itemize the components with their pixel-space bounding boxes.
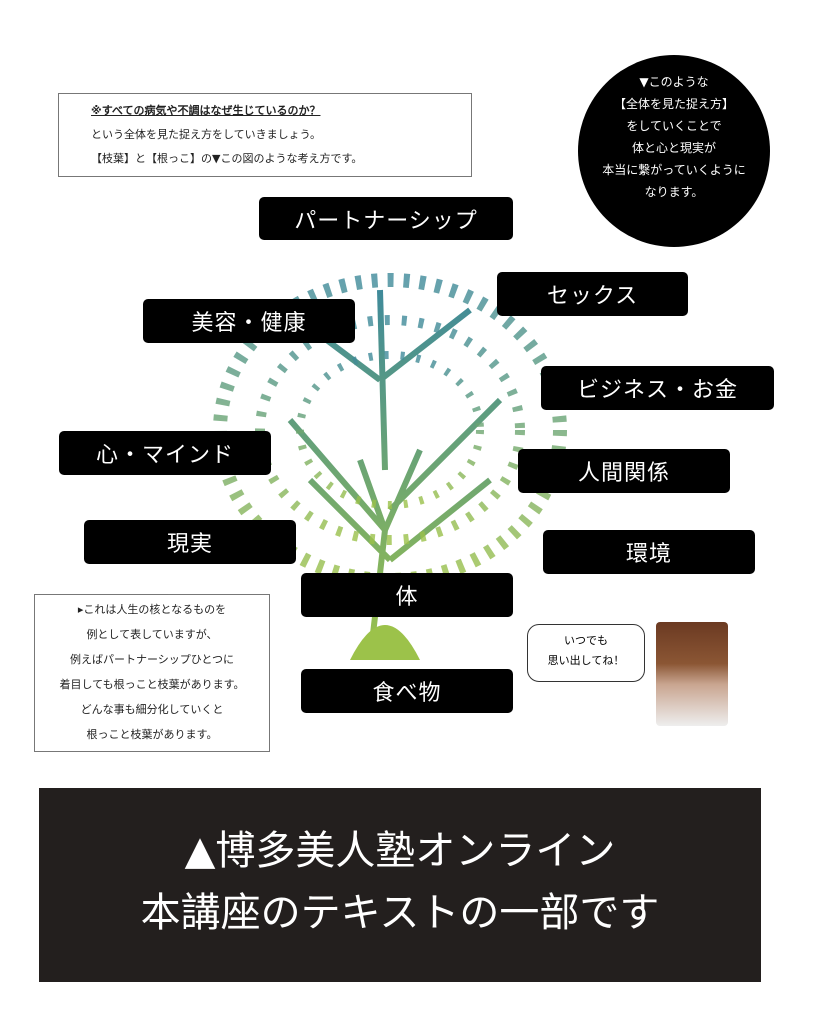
tag-environment: 環境	[543, 530, 755, 574]
bubble-line: いつでも	[564, 634, 608, 647]
intro-line: という全体を見た捉え方をしていきましょう。	[91, 128, 322, 141]
bubble-line: 思い出してね！	[547, 654, 625, 667]
tag-partnership: パートナーシップ	[259, 197, 513, 240]
note-line: 例えばパートナーシップひとつに	[69, 653, 234, 666]
circle-line: なります。	[644, 185, 704, 199]
tag-reality: 現実	[84, 520, 296, 564]
tree-illustration	[213, 273, 567, 660]
circle-line: をしていくことで	[626, 119, 722, 133]
intro-line: 【枝葉】と【根っこ】の▼この図のような考え方です。	[91, 152, 363, 165]
tag-relationships: 人間関係	[518, 449, 730, 493]
tag-beauty-health: 美容・健康	[143, 299, 355, 343]
intro-line: ※すべての病気や不調はなぜ生じているのか？	[91, 104, 321, 117]
circle-note: ▼このような 【全体を見た捉え方】 をしていくことで 体と心と現実が 本当に繋が…	[578, 55, 770, 247]
banner-line: ▲博多美人塾オンライン	[184, 828, 616, 874]
tag-mind: 心・マインド	[59, 431, 271, 475]
bottom-note: ▸これは人生の核となるものを 例として表していますが、 例えばパートナーシップひ…	[34, 594, 270, 752]
tag-body: 体	[301, 573, 513, 617]
intro-note: ※すべての病気や不調はなぜ生じているのか？ という全体を見た捉え方をしていきまし…	[58, 93, 472, 177]
banner-line: 本講座のテキストの一部です	[140, 890, 660, 936]
speech-bubble: いつでも 思い出してね！	[527, 624, 645, 682]
circle-line: ▼このような	[639, 75, 709, 89]
note-line: ▸これは人生の核となるものを	[77, 603, 227, 616]
note-line: どんな事も細分化していくと	[80, 703, 224, 716]
circle-line: 本当に繋がっていくように	[602, 163, 746, 177]
circle-line: 体と心と現実が	[631, 141, 716, 155]
tag-sex: セックス	[497, 272, 688, 316]
note-line: 根っこと枝葉があります。	[86, 728, 218, 741]
avatar-photo	[656, 622, 728, 726]
banner: ▲博多美人塾オンライン 本講座のテキストの一部です	[39, 788, 761, 982]
note-line: 例として表していますが、	[86, 628, 218, 641]
circle-line: 【全体を見た捉え方】	[613, 97, 734, 111]
tag-food: 食べ物	[301, 669, 513, 713]
tag-business-money: ビジネス・お金	[541, 366, 774, 410]
note-line: 着目しても根っこと枝葉があります。	[59, 678, 245, 691]
